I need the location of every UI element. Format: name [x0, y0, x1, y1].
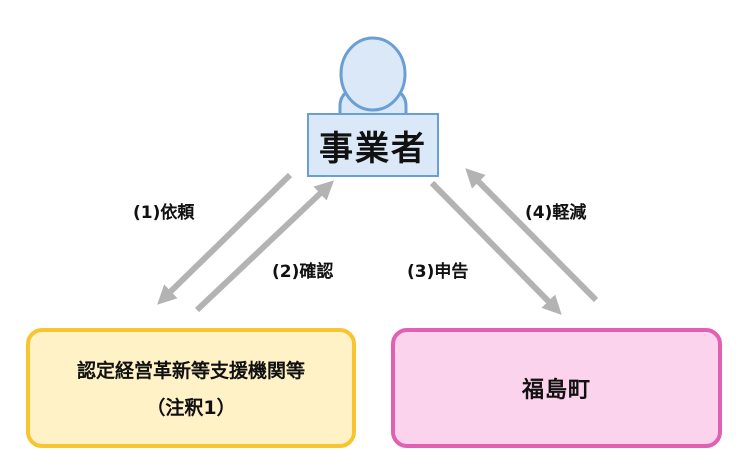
step-request-label: (1)依頼 — [133, 203, 195, 223]
support-agency-box: 認定経営革新等支援機関等 （注釈1） — [26, 328, 356, 448]
town-label: 福島町 — [521, 378, 591, 403]
arrow-request — [157, 172, 293, 305]
step-declare-label: (3)申告 — [407, 262, 469, 282]
town-box: 福島町 — [391, 328, 722, 448]
step-confirm-label: (2)確認 — [272, 262, 334, 282]
step-reduce-label: (4)軽減 — [525, 203, 587, 223]
business-operator-box: 事業者 — [307, 113, 439, 177]
arrow-declare — [429, 180, 562, 315]
support-agency-name: 認定経営革新等支援機関等 — [76, 360, 305, 382]
arrow-reduce — [465, 168, 599, 303]
support-agency-note: （注釈1） — [146, 397, 236, 419]
business-operator-label: 事業者 — [319, 128, 427, 169]
arrow-confirm — [194, 180, 334, 313]
